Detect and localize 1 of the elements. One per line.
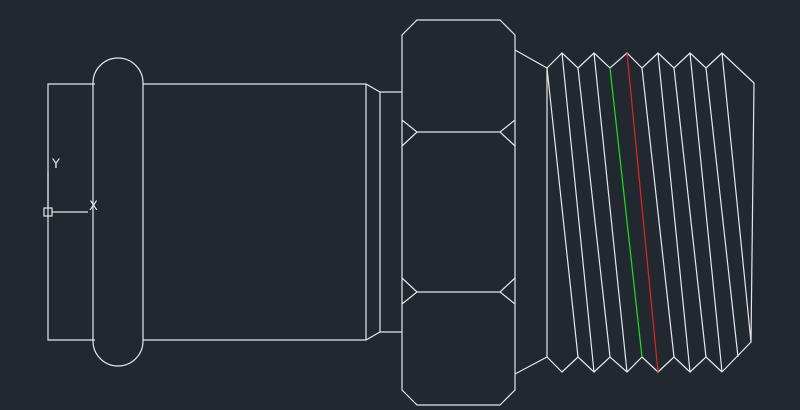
axis-label: Y: [52, 158, 60, 171]
